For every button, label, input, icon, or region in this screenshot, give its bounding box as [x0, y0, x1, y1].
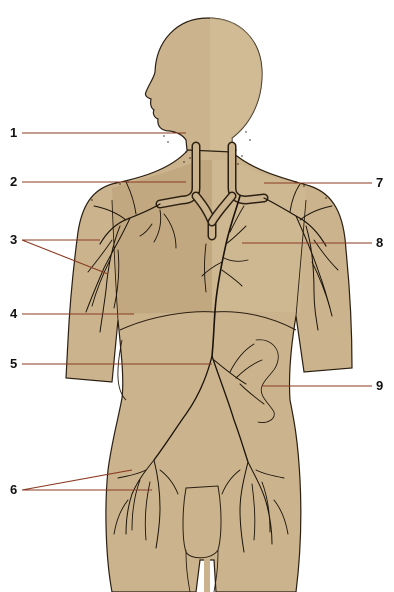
label-8: 8	[376, 235, 383, 250]
head-shade	[210, 18, 262, 160]
label-9: 9	[376, 378, 383, 393]
label-5: 5	[10, 356, 17, 371]
label-1: 1	[10, 125, 17, 140]
label-2: 2	[10, 174, 17, 189]
label-6: 6	[10, 482, 17, 497]
genital	[183, 486, 221, 558]
label-3: 3	[10, 232, 17, 247]
label-4: 4	[10, 306, 18, 321]
label-7: 7	[376, 175, 383, 190]
body-silhouette	[66, 18, 352, 592]
